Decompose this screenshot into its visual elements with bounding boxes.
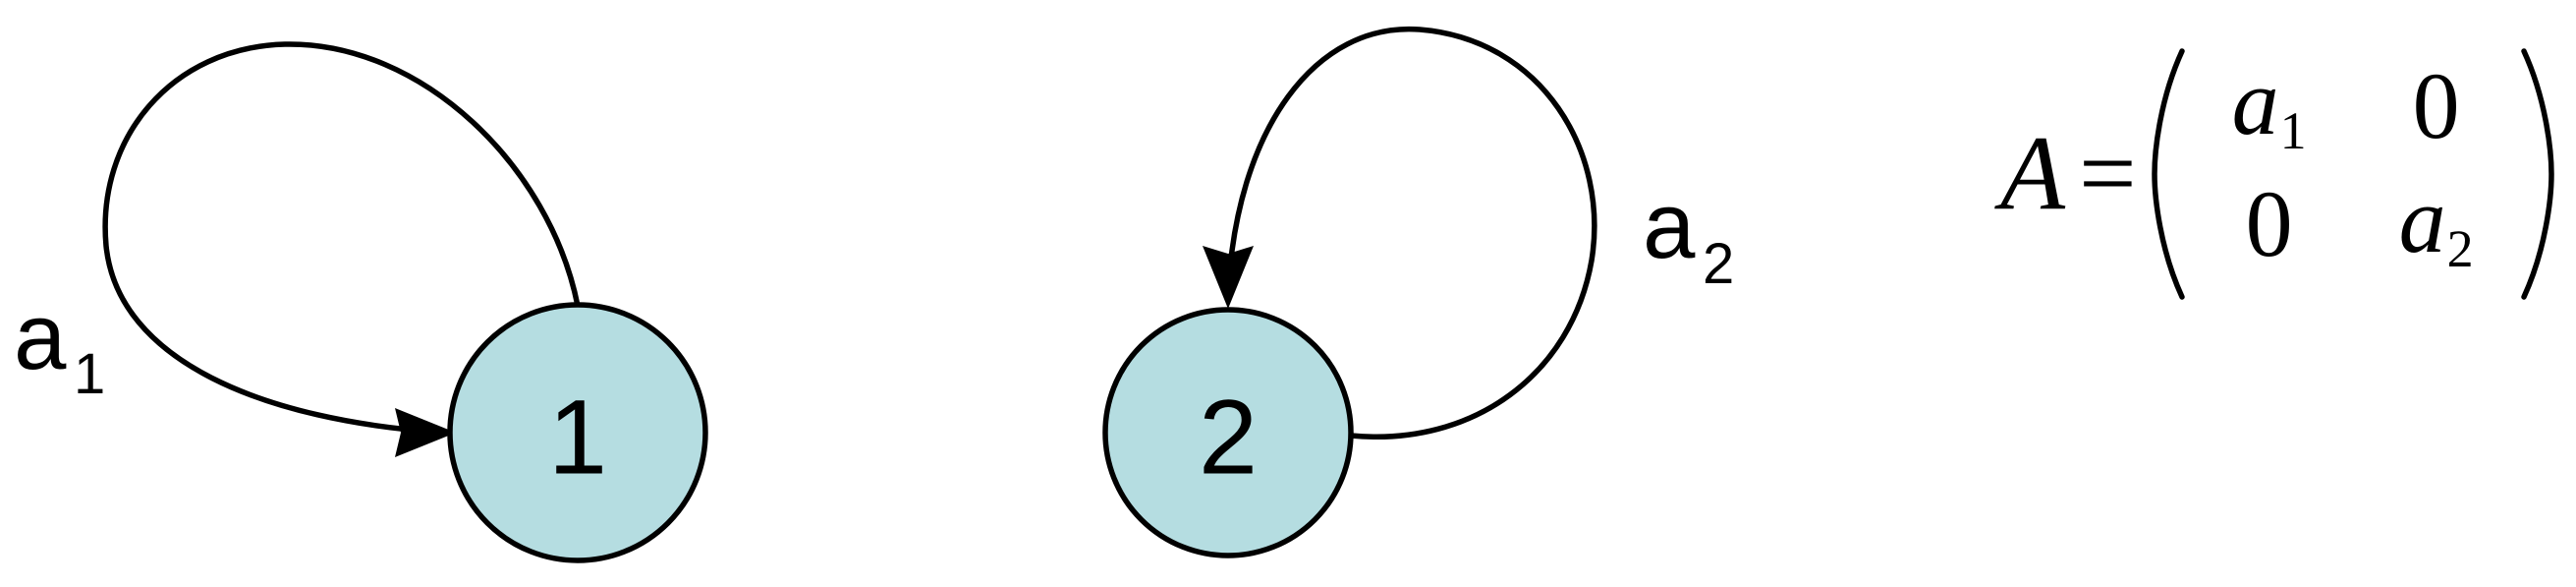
matrix-cell-r2c1-base: 0: [2245, 171, 2293, 276]
self-loop-node-2: [1203, 26, 1597, 440]
edge-label-a1-base: a: [14, 284, 67, 389]
edge-label-a1-subscript: 1: [74, 342, 105, 406]
matrix-body: a1 0 0 a2: [2147, 47, 2559, 301]
edge-label-a2-base: a: [1643, 173, 1696, 278]
matrix-cell-r1c1-sub: 1: [2279, 101, 2307, 161]
matrix-variable-A: A: [2000, 115, 2065, 232]
matrix-cell-r1c2: 0: [2413, 59, 2460, 153]
node-2-label: 2: [1199, 378, 1258, 497]
matrix-cell-r2c1: 0: [2246, 177, 2293, 271]
matrix-cell-r1c1-base: a: [2231, 48, 2279, 154]
matrix-cell-r2c2: a2: [2399, 172, 2474, 279]
matrix-cell-r2c2-sub: 2: [2446, 219, 2474, 279]
node-2-circle[interactable]: [1102, 307, 1354, 558]
matrix-cell-r1c2-base: 0: [2412, 53, 2460, 158]
matrix-equation: A = a1 0 0 a2: [2000, 47, 2559, 301]
node-1-circle[interactable]: [447, 302, 708, 563]
edge-label-a1: a 1: [14, 284, 105, 406]
equals-sign: =: [2078, 117, 2137, 230]
matrix-grid: a1 0 0 a2: [2186, 47, 2520, 301]
arrowhead-node-2: [1203, 246, 1254, 309]
self-loop-path-node-2: [1225, 26, 1597, 440]
arrowhead-node-1: [395, 408, 456, 457]
graph-node-1[interactable]: 1: [447, 302, 708, 563]
edge-label-a2: a 2: [1643, 173, 1734, 296]
edge-label-a2-subscript: 2: [1703, 232, 1734, 296]
self-loop-path-node-1: [102, 41, 581, 436]
right-parenthesis: [2520, 47, 2559, 301]
matrix-cell-r2c2-base: a: [2398, 166, 2446, 272]
self-loop-node-1: [102, 41, 581, 457]
node-1-label: 1: [548, 378, 607, 497]
left-parenthesis: [2147, 47, 2186, 301]
matrix-cell-r1c1: a1: [2232, 54, 2307, 161]
graph-node-2[interactable]: 2: [1102, 307, 1354, 558]
